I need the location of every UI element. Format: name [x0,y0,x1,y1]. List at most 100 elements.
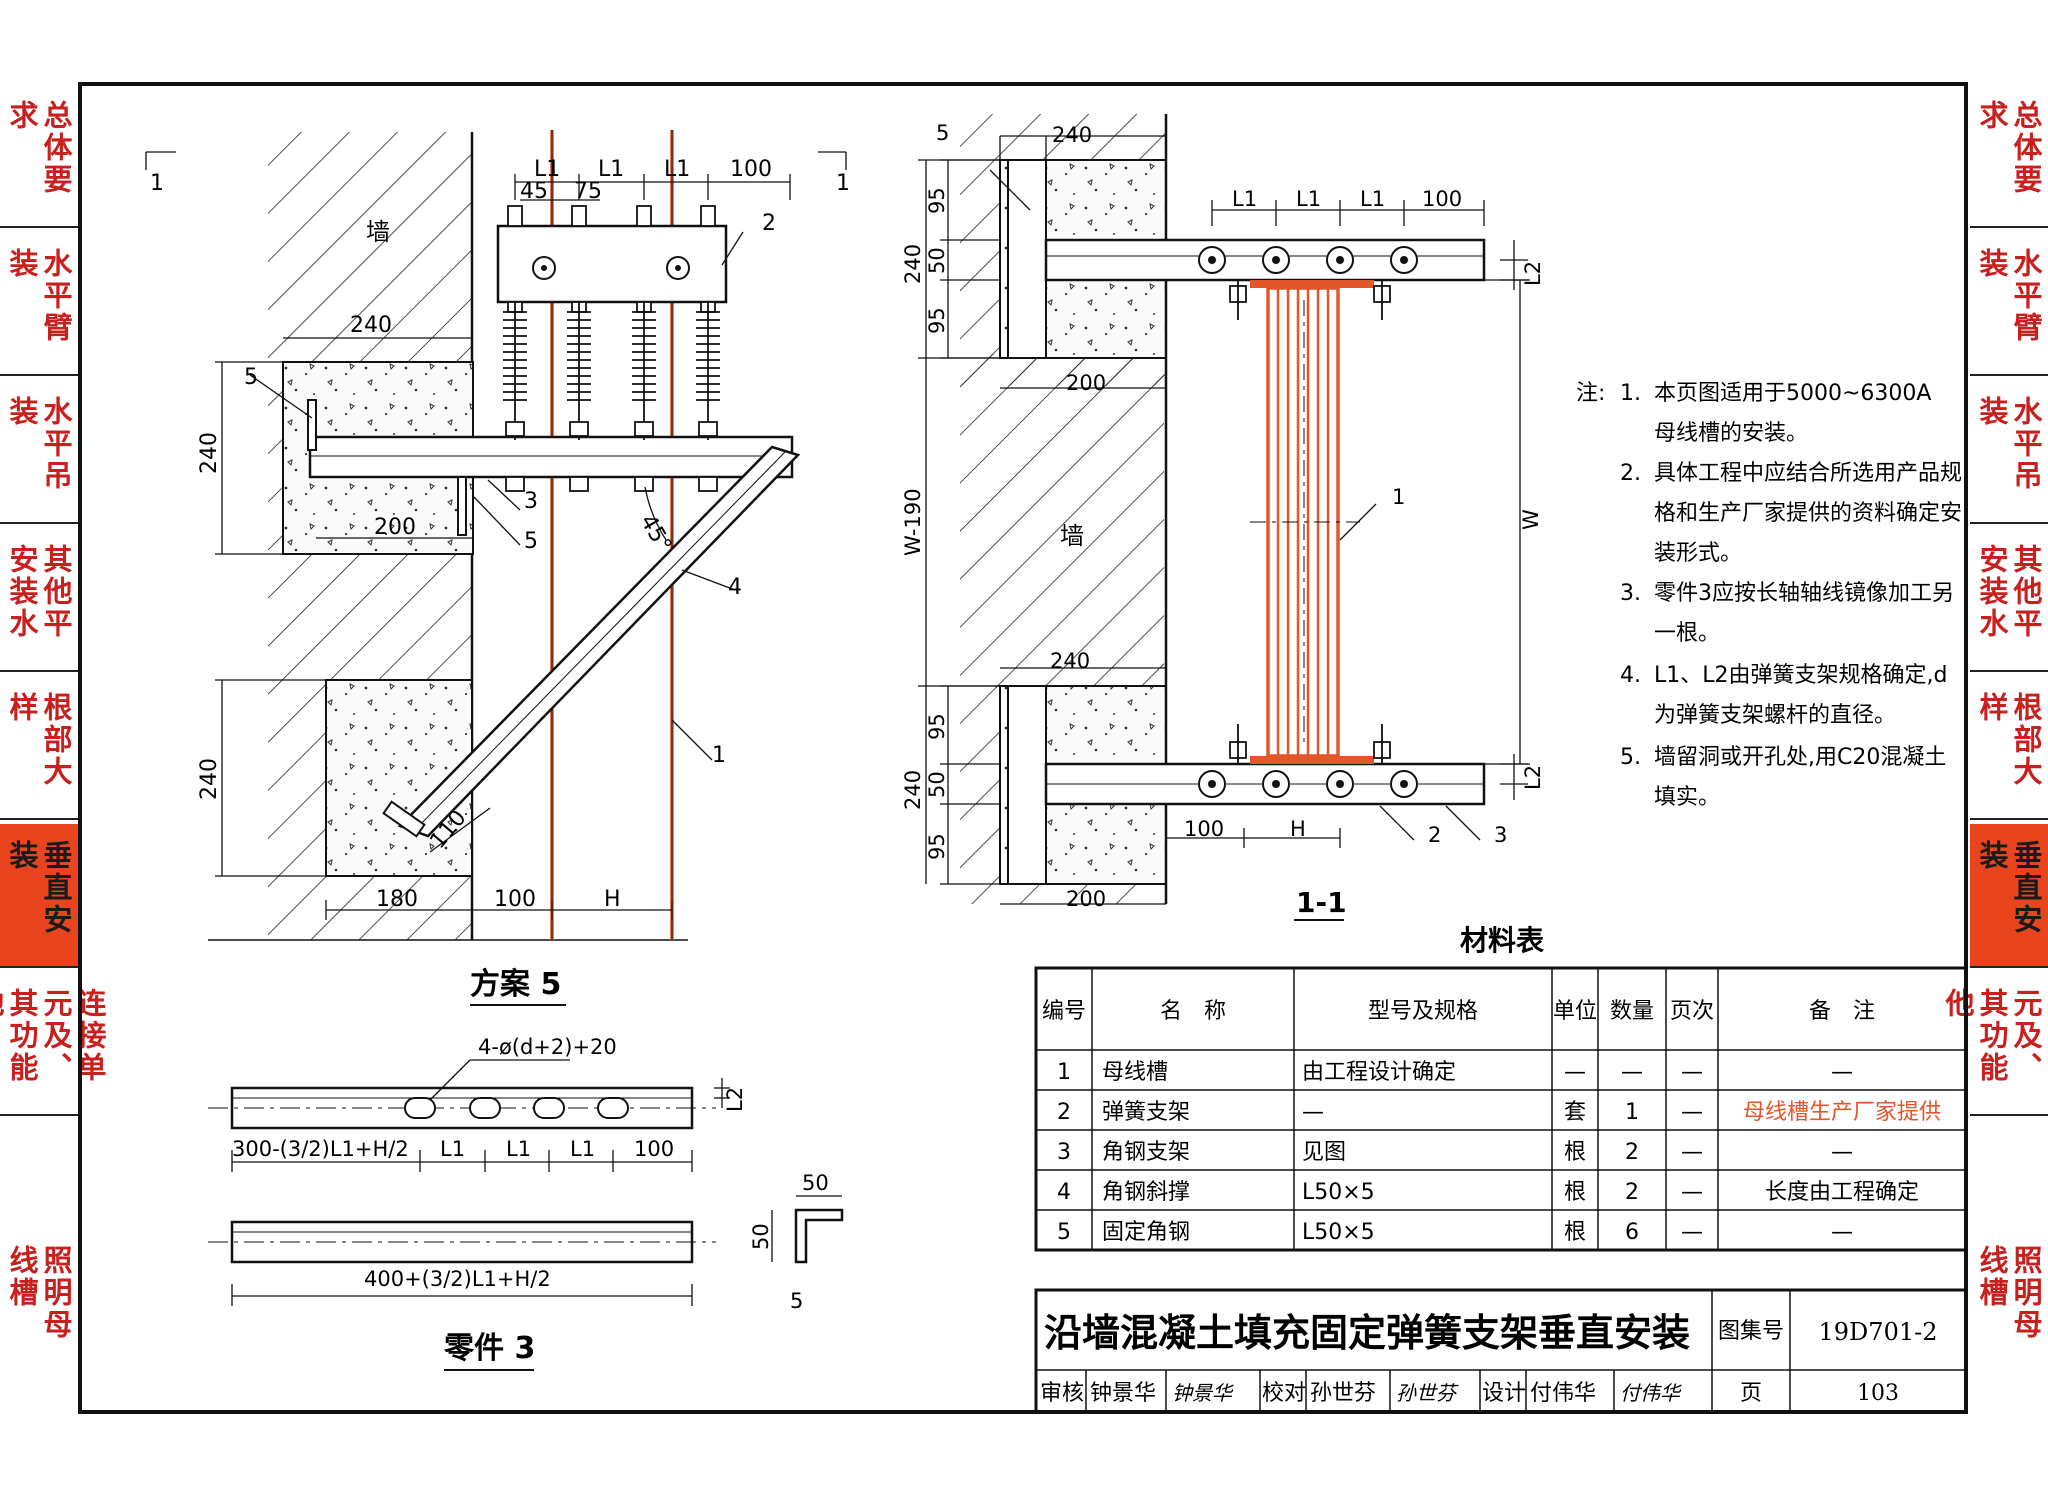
side-tab-6[interactable]: 连接单元及、其功能他 [0,972,107,1116]
callout-2: 2 [1428,823,1441,847]
dim-240-vertical: 240 [901,770,925,810]
note-number: 5. [1620,745,1641,770]
atlas-label: 图集号 [1718,1319,1784,1344]
callout-5: 5 [936,121,949,145]
note-line: 填实。 [1654,785,1720,810]
dim-l1: L1 [598,157,624,182]
cell: — [1564,1060,1586,1085]
col-header-unit: 单位 [1553,999,1597,1024]
note-number: 3. [1620,581,1641,606]
table-row: 5 固定角钢 L50×5 根 6 — — [1057,1220,1853,1245]
part3-view: 4-ø(d+2)+20 L2 300-(3/2)L1+H/2 L1 L1 L1 … [208,1035,844,1371]
col-header-no: 编号 [1042,999,1086,1024]
section-1-1-view: 5 240 L1 L1 L1 100 L2 L2 W 240 95 50 95 … [901,114,1545,921]
side-tab-7[interactable]: 照明母线槽 [5,1245,73,1341]
dim-240: 240 [350,313,392,338]
holes-label: 4-ø(d+2)+20 [478,1035,617,1059]
dim-100: 100 [730,157,772,182]
dim-50-vertical: 50 [925,247,949,274]
cell: 根 [1564,1220,1586,1245]
cell: 5 [1057,1220,1071,1245]
dim-240-vertical: 240 [197,432,222,474]
note-number: 1. [1620,381,1641,406]
cell: 弹簧支架 [1102,1100,1190,1125]
callout-5: 5 [244,365,258,390]
table-row: 2 弹簧支架 — 套 1 — 母线槽生产厂家提供 [1057,1100,1941,1125]
callout-2: 2 [762,211,776,236]
cell: — [1681,1100,1703,1125]
dim-w: W [1519,509,1543,530]
side-tab-1[interactable]: 水平臂装 [0,232,78,376]
materials-table: 材料表 编号 名 称 型号及规格 单位 数量 页次 备 注 1 [1034,924,1968,1252]
cell: 见图 [1302,1140,1346,1165]
note-line: 格和生产厂家提供的资料确定安 [1654,501,1962,526]
side-tab-4[interactable]: 根部大样 [1970,676,2048,820]
col-header-qty: 数量 [1610,999,1654,1024]
cell: L50×5 [1302,1180,1375,1205]
table-row: 4 角钢斜撑 L50×5 根 2 — 长度由工程确定 [1057,1180,1919,1205]
dim-w190-vertical: W-190 [901,488,925,556]
dim-50: 50 [802,1171,829,1195]
note-number: 2. [1620,461,1641,486]
cell: 1 [1057,1060,1071,1085]
table-row: 3 角钢支架 见图 根 2 — — [1057,1140,1853,1165]
dim-l2: L2 [1521,261,1545,286]
cell: 1 [1625,1100,1639,1125]
callout-3: 3 [524,489,538,514]
dim-100: 100 [1184,817,1224,841]
dim-240: 240 [1052,123,1092,147]
dim-l1: L1 [664,157,690,182]
col-header-name: 名 称 [1160,999,1226,1024]
side-tab-5-active[interactable]: 垂直安装 [0,824,78,968]
cell: 角钢斜撑 [1102,1180,1190,1205]
dim-l1: L1 [506,1137,531,1161]
cell: — [1302,1100,1324,1125]
callout-1: 1 [712,743,726,768]
materials-title: 材料表 [1460,924,1544,957]
note-line: 本页图适用于5000~6300A [1654,381,1931,406]
cell: — [1681,1140,1703,1165]
callout-5: 5 [524,529,538,554]
side-tab-6[interactable]: 连接单元及、其功能他 [1941,972,2048,1116]
dim-50-vertical: 50 [925,771,949,798]
cell: 3 [1057,1140,1071,1165]
side-tab-3[interactable]: 其他平安装水 [1970,528,2048,672]
atlas-number: 19D701-2 [1819,1318,1938,1346]
section-mark-right: 1 [836,171,850,196]
dim-240: 240 [1050,649,1090,673]
cell: — [1621,1060,1643,1085]
side-tab-2[interactable]: 水平吊装 [1970,380,2048,524]
side-tab-1[interactable]: 水平臂装 [1970,232,2048,376]
side-tab-4[interactable]: 根部大样 [0,676,78,820]
dim-h: H [604,887,621,912]
side-tab-0[interactable]: 总体要求 [0,84,78,228]
page-number: 103 [1857,1381,1899,1406]
cell: 6 [1625,1220,1639,1245]
scheme-title: 方案 5 [470,967,561,1002]
dim-l1: L1 [1360,187,1385,211]
dim-5: 5 [790,1289,803,1313]
dim-200: 200 [374,515,416,540]
check-signature: 孙世芬 [1396,1381,1459,1405]
cell: — [1831,1220,1853,1245]
notes-block: 注: 1. 本页图适用于5000~6300A 母线槽的安装。 2. 具体工程中应… [1576,381,1962,810]
dim-95-vertical: 95 [925,187,949,214]
part-title: 零件 3 [444,1331,535,1366]
design-label: 设计 [1482,1381,1526,1406]
review-signature: 钟景华 [1172,1381,1234,1405]
side-tab-0[interactable]: 总体要求 [1970,84,2048,228]
designer-name: 付伟华 [1530,1381,1596,1406]
side-tab-5-active[interactable]: 垂直安装 [1970,824,2048,968]
check-label: 校对 [1262,1381,1306,1406]
dim-95-vertical: 95 [925,833,949,860]
callout-1: 1 [1392,485,1405,509]
note-line: L1、L2由弹簧支架规格确定,d [1654,663,1947,688]
side-tab-2[interactable]: 水平吊装 [0,380,78,524]
section-mark-left: 1 [150,171,164,196]
cell: — [1681,1220,1703,1245]
side-tab-7[interactable]: 照明母线槽 [1975,1245,2043,1341]
notes-head: 注: [1576,381,1605,406]
side-tab-3[interactable]: 其他平安装水 [0,528,78,672]
wall-label: 墙 [1060,522,1084,550]
col-header-spec: 型号及规格 [1368,999,1478,1024]
